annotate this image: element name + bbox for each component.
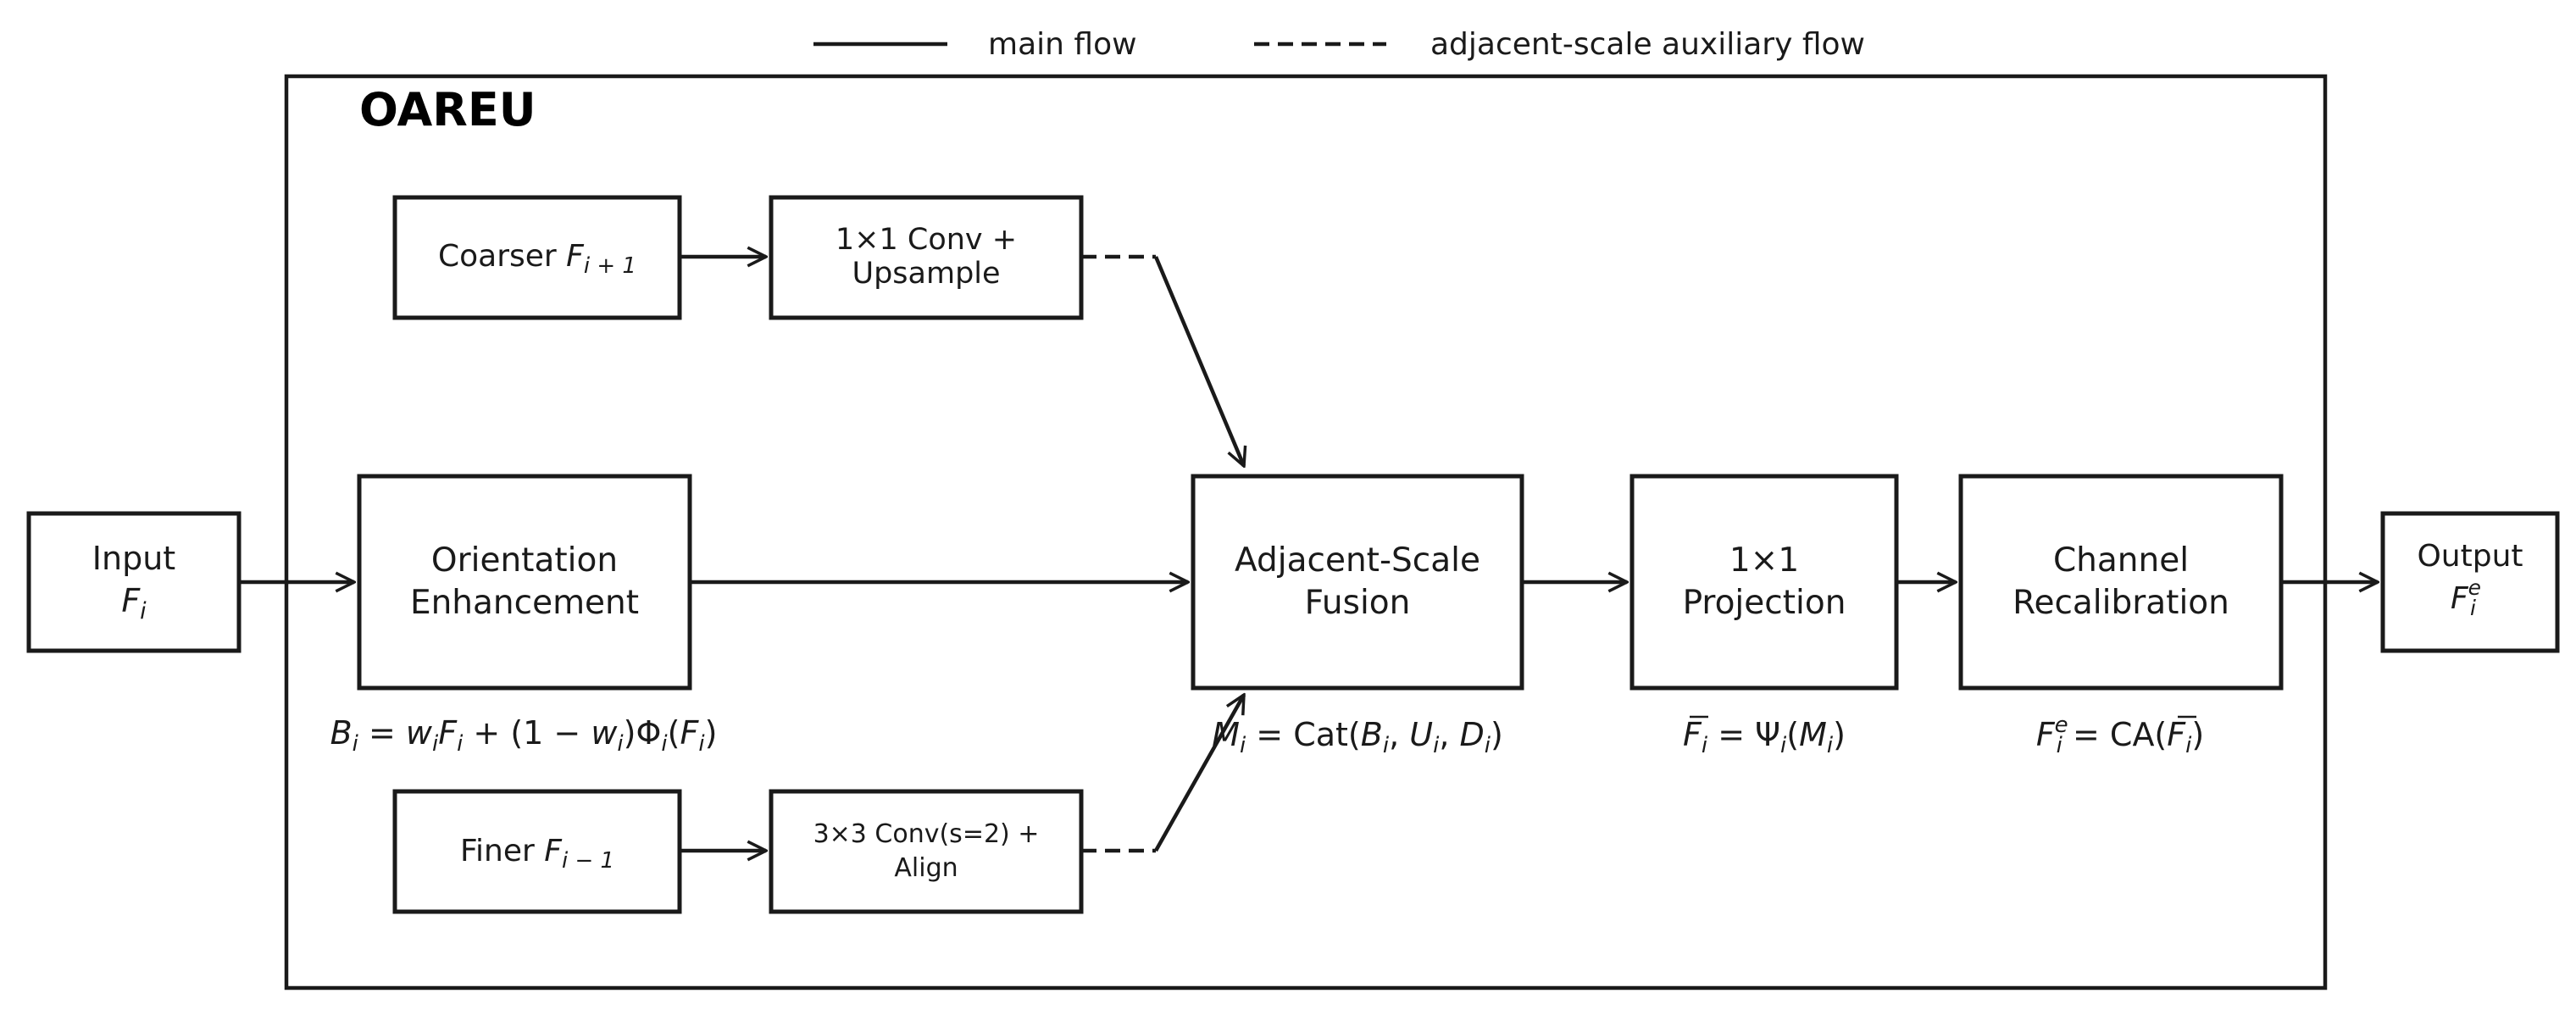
legend: main flow adjacent-scale auxiliary flow [813,27,1865,62]
adjacent-scale-fusion-block: Adjacent-Scale Fusion [1191,474,1524,691]
orientation-line2: Enhancement [410,584,639,622]
main-flow-arrows [239,257,2378,851]
finer-block: Finer Fi − 1 [392,789,682,914]
downsample-block: 3×3 Conv(s=2) + Align [769,789,1084,914]
coarser-label: Coarser Fi + 1 [438,239,636,279]
fusion-line1: Adjacent-Scale [1235,541,1480,580]
aux-flow-arrows [1081,254,1246,853]
projection-equation: Fi = Ψi(Mi) [1683,715,1846,758]
aux-upsample-to-fusion [1153,256,1244,466]
module-title: OAREU [359,83,536,136]
input-label: Input [92,540,175,577]
input-symbol: Fi [121,582,147,624]
projection-line2: Projection [1683,584,1846,622]
projection-block: 1×1 Projection [1629,474,1899,691]
fusion-line2: Fusion [1305,584,1411,622]
fusion-equation: Mi = Cat(Bi, Ui, Di) [1212,716,1503,758]
orientation-line1: Orientation [431,541,618,580]
legend-main-flow-label: main flow [988,27,1137,62]
oareu-module-frame [284,74,2328,990]
recalib-line2: Recalibration [2012,584,2229,622]
coarser-block: Coarser Fi + 1 [392,195,682,320]
downsample-line2: Align [894,853,958,883]
recalib-line1: Channel [2053,541,2189,580]
orientation-enhancement-block: Orientation Enhancement [357,474,692,691]
aux-downsample-to-fusion [1154,695,1246,852]
svg-text:Fei = CA(Fi): Fei = CA(Fi) [2036,713,2204,758]
legend-aux-flow-label: adjacent-scale auxiliary flow [1430,27,1865,62]
downsample-line1: 3×3 Conv(s=2) + [813,819,1040,849]
finer-label: Finer Fi − 1 [460,834,614,874]
channel-recalibration-block: Channel Recalibration [1958,474,2284,691]
input-block: Input Fi [26,511,242,653]
upsample-line1: 1×1 Conv + [836,223,1017,257]
output-label: Output [2417,539,2523,574]
projection-line1: 1×1 [1729,541,1799,580]
upsample-line2: Upsample [852,257,1000,291]
svg-text:Fi = Ψi(Mi): Fi = Ψi(Mi) [1683,716,1846,758]
upsample-block: 1×1 Conv + Upsample [769,195,1084,320]
orientation-equation: Bi = wiFi + (1 − wi)Φi(Fi) [330,714,718,757]
